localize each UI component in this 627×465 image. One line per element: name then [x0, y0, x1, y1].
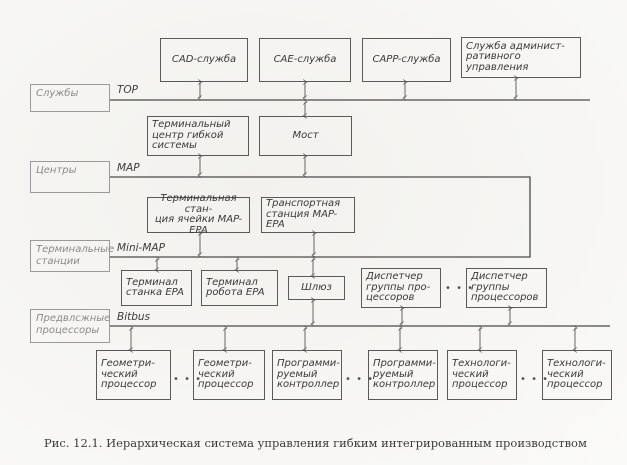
box-terminal-center: Терминальный центр гибкой системы: [147, 116, 249, 156]
box-bridge: Мост: [259, 116, 352, 156]
box-cell-terminal-station: Терминальная стан- ция ячейки MAP-EPA: [147, 193, 250, 235]
figure-caption: Рис. 12.1. Иерархическая система управле…: [44, 436, 587, 450]
bus-label-bitbus: Bitbus: [117, 311, 151, 323]
bus-line-map: [110, 176, 531, 258]
box-geometric-processor-1: Геометри- ческий процессор: [96, 350, 171, 400]
box-technological-processor-2: Технологи- ческий процессор: [542, 350, 612, 400]
box-technological-processor-1: Технологи- ческий процессор: [447, 350, 517, 400]
level-label-terminals: Терминальные станции: [30, 240, 114, 272]
ellipsis-geometric: • • •: [173, 374, 203, 385]
box-dispatcher-2: Диспетчер группы процессоров: [466, 268, 547, 308]
box-machine-terminal: Терминал станка EPA: [121, 270, 192, 306]
box-programmable-controller-2: Программи- руемый контроллер: [368, 350, 438, 400]
box-robot-terminal: Терминал робота EPA: [201, 270, 278, 306]
box-dispatcher-1: Диспетчер группы про- цессоров: [361, 268, 441, 308]
box-gateway: Шлюз: [288, 276, 345, 300]
box-cae-service: CAE-служба: [259, 38, 351, 82]
ellipsis-technological: • • •: [520, 374, 550, 385]
box-geometric-processor-2: Геометри- ческий процессор: [193, 350, 265, 400]
ellipsis-dispatchers: • • •: [445, 283, 475, 294]
level-label-processors: Предвлсжные процессоры: [30, 309, 110, 343]
box-cad-service: CAD-служба: [160, 38, 248, 82]
ellipsis-controllers: • • •: [345, 374, 375, 385]
box-capp-service: CAPP-служба: [362, 38, 451, 82]
bus-label-top: TOP: [117, 84, 139, 96]
box-programmable-controller-1: Программи- руемый контроллер: [272, 350, 342, 400]
bus-label-minimap: Mini-MAP: [117, 242, 165, 254]
level-label-centers: Центры: [30, 161, 110, 193]
bus-label-map: MAP: [117, 162, 140, 174]
level-label-services: Службы: [30, 84, 110, 112]
box-transport-station: Транспортная станция MAP-EPA: [261, 197, 355, 233]
box-admin-service: Служба админист- ративного управления: [461, 37, 581, 78]
